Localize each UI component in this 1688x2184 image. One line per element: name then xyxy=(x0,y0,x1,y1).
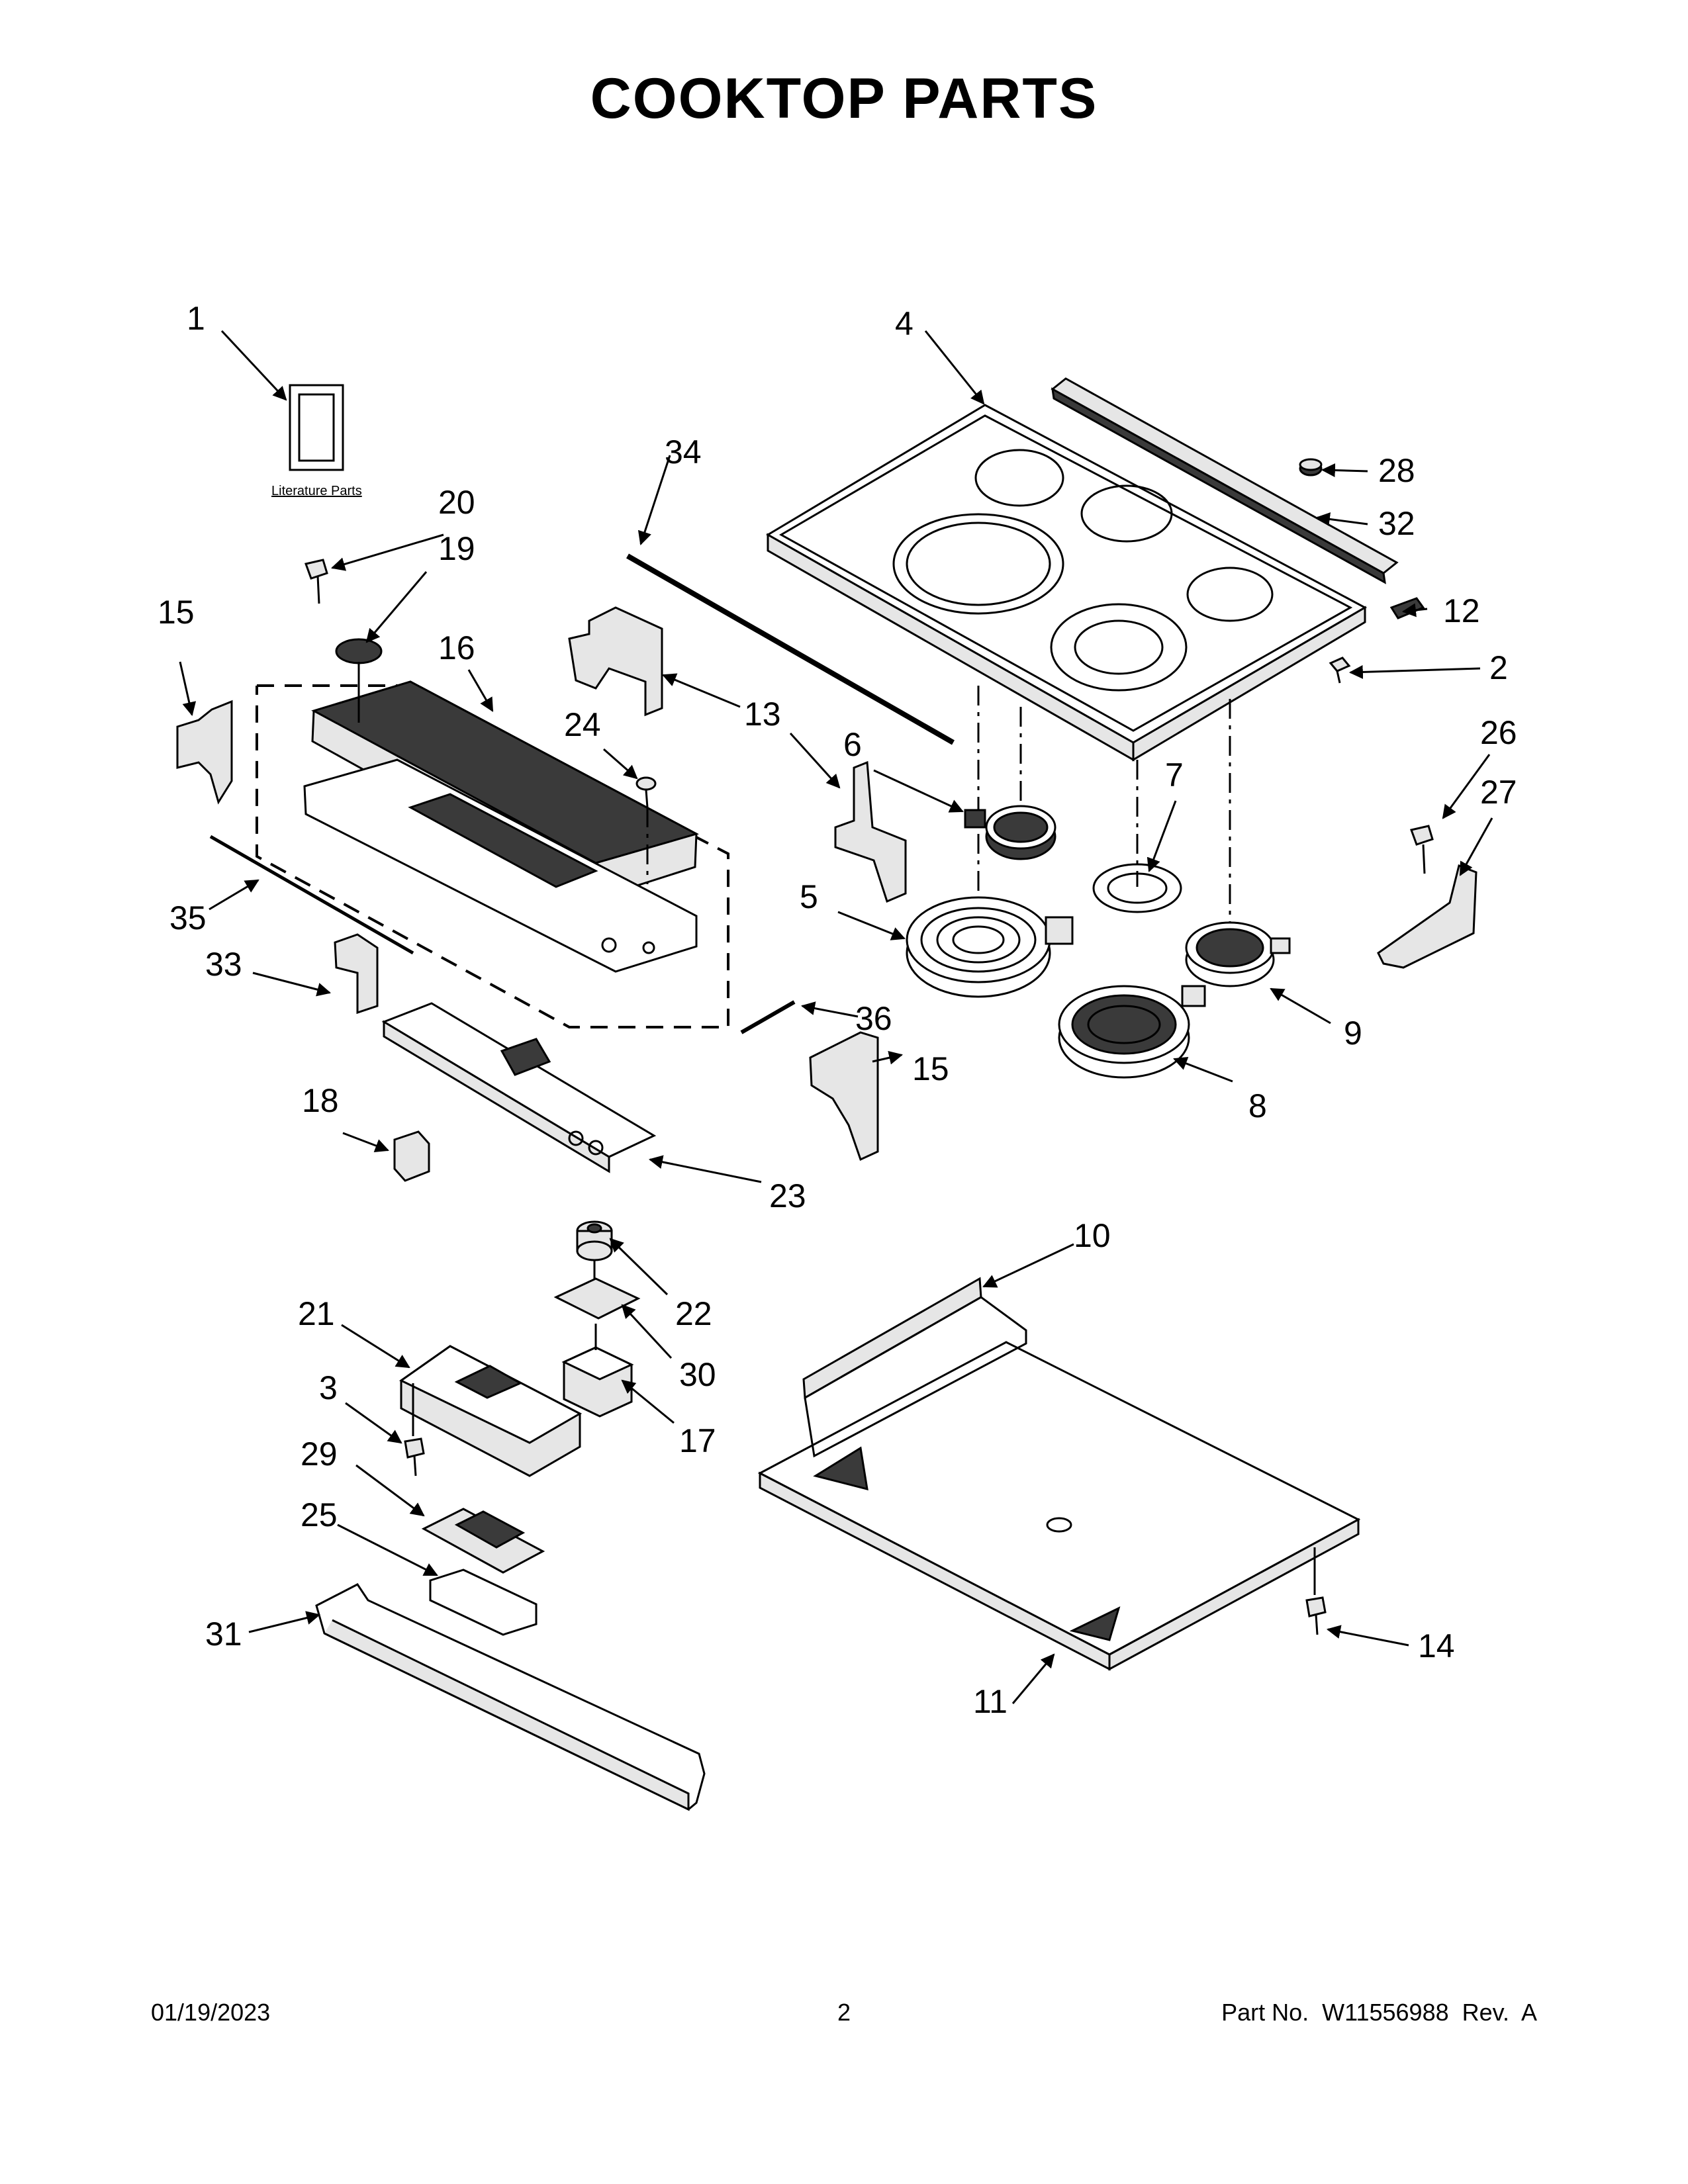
callout-11: 11 xyxy=(973,1683,1008,1720)
part-32-rear-trim[interactable] xyxy=(1051,377,1399,584)
callout-7: 7 xyxy=(1165,756,1184,794)
part-21-control-board[interactable] xyxy=(399,1345,583,1477)
callout-33: 33 xyxy=(205,946,242,983)
callout-21: 21 xyxy=(298,1295,335,1332)
part-15-bracket-right[interactable] xyxy=(809,1031,879,1161)
part-19-knob[interactable] xyxy=(335,638,383,723)
footer-date: 01/19/2023 xyxy=(151,1999,271,2026)
literature-parts-label: Literature Parts xyxy=(271,484,362,498)
callout-31: 31 xyxy=(205,1615,242,1653)
callout-9: 9 xyxy=(1344,1015,1362,1052)
callout-23: 23 xyxy=(769,1177,806,1214)
part-27-bracket[interactable] xyxy=(1377,864,1477,969)
callout-35: 35 xyxy=(169,899,207,936)
part-2-sensor[interactable] xyxy=(1329,657,1351,684)
part-20-screw[interactable] xyxy=(305,559,328,604)
callout-13b: 13 xyxy=(744,696,781,733)
part-33-bracket[interactable] xyxy=(334,933,379,1015)
callout-27: 27 xyxy=(1480,774,1517,811)
part-29-board[interactable] xyxy=(421,1508,545,1574)
callout-20: 20 xyxy=(438,484,475,521)
part-35-rod[interactable] xyxy=(209,835,414,955)
part-23-control-bracket[interactable] xyxy=(381,1002,657,1173)
callout-24: 24 xyxy=(564,706,601,743)
part-22-knob-spacer[interactable] xyxy=(576,1220,613,1261)
footer-part-number: Part No. W11556988 Rev. A xyxy=(1221,1999,1537,2026)
part-16-control-console[interactable] xyxy=(303,680,699,973)
part-1-literature[interactable] xyxy=(289,384,344,471)
page-title: COOKTOP PARTS xyxy=(590,67,1098,130)
callout-6: 6 xyxy=(843,726,862,763)
part-3-screw[interactable] xyxy=(404,1383,425,1477)
callout-28: 28 xyxy=(1378,452,1415,489)
part-4-cooktop-glass[interactable] xyxy=(766,404,1368,762)
part-13-bracket-upper[interactable] xyxy=(568,606,663,717)
part-7-element-gasket[interactable] xyxy=(1092,863,1182,913)
part-25-bracket[interactable] xyxy=(429,1569,538,1636)
part-6-small-element[interactable] xyxy=(964,805,1056,860)
part-17-switch[interactable] xyxy=(561,1324,634,1418)
part-36-wire[interactable] xyxy=(740,1000,796,1034)
callout-16: 16 xyxy=(438,629,475,666)
part-12-clip[interactable] xyxy=(1389,597,1425,619)
callout-32: 32 xyxy=(1378,505,1415,542)
callout-36: 36 xyxy=(855,1000,892,1037)
callout-18: 18 xyxy=(302,1082,339,1119)
part-8-element[interactable] xyxy=(1058,985,1206,1079)
callout-1: 1 xyxy=(187,300,205,337)
callout-2: 2 xyxy=(1489,649,1508,686)
part-34-rod[interactable] xyxy=(626,553,955,745)
callout-15b: 15 xyxy=(912,1050,949,1087)
part-15-bracket-left[interactable] xyxy=(176,700,233,805)
callout-17: 17 xyxy=(679,1422,716,1459)
part-26-screw[interactable] xyxy=(1410,825,1434,874)
part-30-plate[interactable] xyxy=(553,1277,641,1320)
callout-25: 25 xyxy=(301,1496,338,1533)
callout-19: 19 xyxy=(438,530,475,567)
callout-14: 14 xyxy=(1418,1627,1455,1664)
callout-12: 12 xyxy=(1443,592,1480,629)
leader-lines xyxy=(179,330,1493,1704)
callout-29: 29 xyxy=(301,1435,338,1473)
part-9-element[interactable] xyxy=(1185,921,1291,987)
part-13-bracket-lower[interactable] xyxy=(834,760,907,903)
callout-34: 34 xyxy=(665,433,702,471)
callout-3: 3 xyxy=(319,1369,338,1406)
part-31-console-trim[interactable] xyxy=(315,1583,706,1811)
callout-22: 22 xyxy=(675,1295,712,1332)
part-28-bumper[interactable] xyxy=(1299,458,1323,477)
part-14-screw[interactable] xyxy=(1305,1547,1327,1635)
callout-8: 8 xyxy=(1248,1087,1267,1124)
callout-5: 5 xyxy=(800,878,818,915)
part-24-screw[interactable] xyxy=(635,776,657,884)
callout-labels: 1 4 28 32 12 2 34 20 19 16 24 13 13 6 5 … xyxy=(158,300,1517,1720)
callout-15a: 15 xyxy=(158,594,195,631)
part-18-relay[interactable] xyxy=(393,1130,430,1182)
callout-30: 30 xyxy=(679,1356,716,1393)
part-11-base-pan[interactable] xyxy=(757,1341,1361,1671)
part-10-rear-flange[interactable] xyxy=(802,1277,1027,1458)
callout-4: 4 xyxy=(895,305,914,342)
callout-10: 10 xyxy=(1074,1217,1111,1254)
callout-26: 26 xyxy=(1480,714,1517,751)
part-5-large-element[interactable] xyxy=(906,896,1074,998)
footer-page-number: 2 xyxy=(837,1999,851,2026)
